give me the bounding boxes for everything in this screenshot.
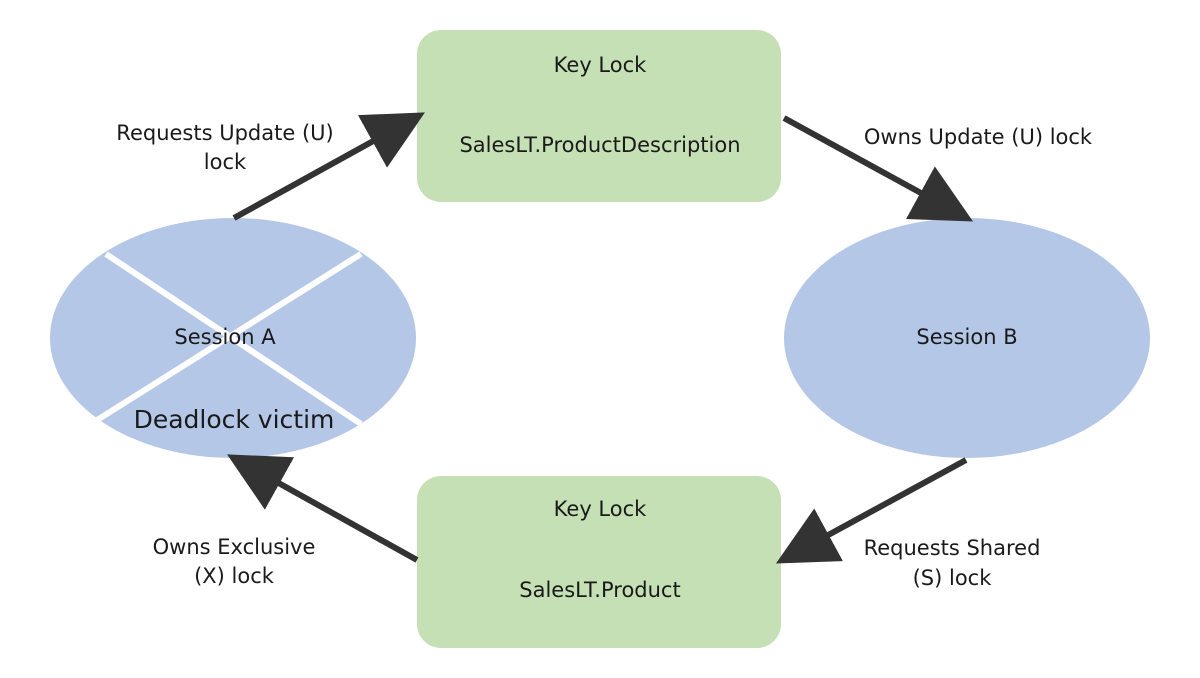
session-a-label: Session A	[174, 325, 276, 349]
victim-cross-line-1	[104, 251, 363, 427]
arrow-a-requests-top	[232, 112, 426, 221]
key-lock-top: Key Lock SalesLT.ProductDescription	[417, 30, 781, 202]
edge-label-line: (S) lock	[913, 566, 993, 590]
session-b-ellipse	[784, 218, 1150, 458]
edge-label-line: Owns Exclusive	[153, 535, 316, 559]
key-lock-top-title: Key Lock	[554, 53, 647, 77]
key-lock-top-resource: SalesLT.ProductDescription	[459, 133, 740, 157]
edge-label-b-owns-top: Owns Update (U) lock	[864, 125, 1093, 149]
session-a: Session A Deadlock victim	[50, 218, 416, 458]
deadlock-victim-label: Deadlock victim	[134, 405, 335, 434]
session-b-label: Session B	[916, 325, 1017, 349]
key-lock-bottom: Key Lock SalesLT.Product	[417, 476, 781, 648]
edge-label-line: (X) lock	[194, 564, 275, 588]
arrow-b-requests-bottom	[775, 457, 968, 564]
key-lock-bottom-box	[417, 476, 781, 648]
arrow-bottom-to-a	[227, 454, 419, 563]
edge-label-a-owns-bottom: Owns Exclusive (X) lock	[153, 535, 316, 588]
edge-label-line: Requests Update (U)	[116, 121, 333, 145]
arrow-top-to-b	[782, 115, 974, 222]
key-lock-top-box	[417, 30, 781, 202]
edge-label-line: Owns Update (U) lock	[864, 125, 1093, 149]
edge-label-line: lock	[204, 150, 247, 174]
edge-label-b-requests-bottom: Requests Shared (S) lock	[864, 536, 1041, 590]
victim-cross-line-2	[92, 251, 363, 425]
key-lock-bottom-resource: SalesLT.Product	[519, 578, 680, 602]
session-b: Session B	[784, 218, 1150, 458]
edge-label-line: Requests Shared	[864, 536, 1041, 560]
key-lock-bottom-title: Key Lock	[554, 497, 647, 521]
edge-label-a-requests-top: Requests Update (U) lock	[116, 121, 333, 174]
